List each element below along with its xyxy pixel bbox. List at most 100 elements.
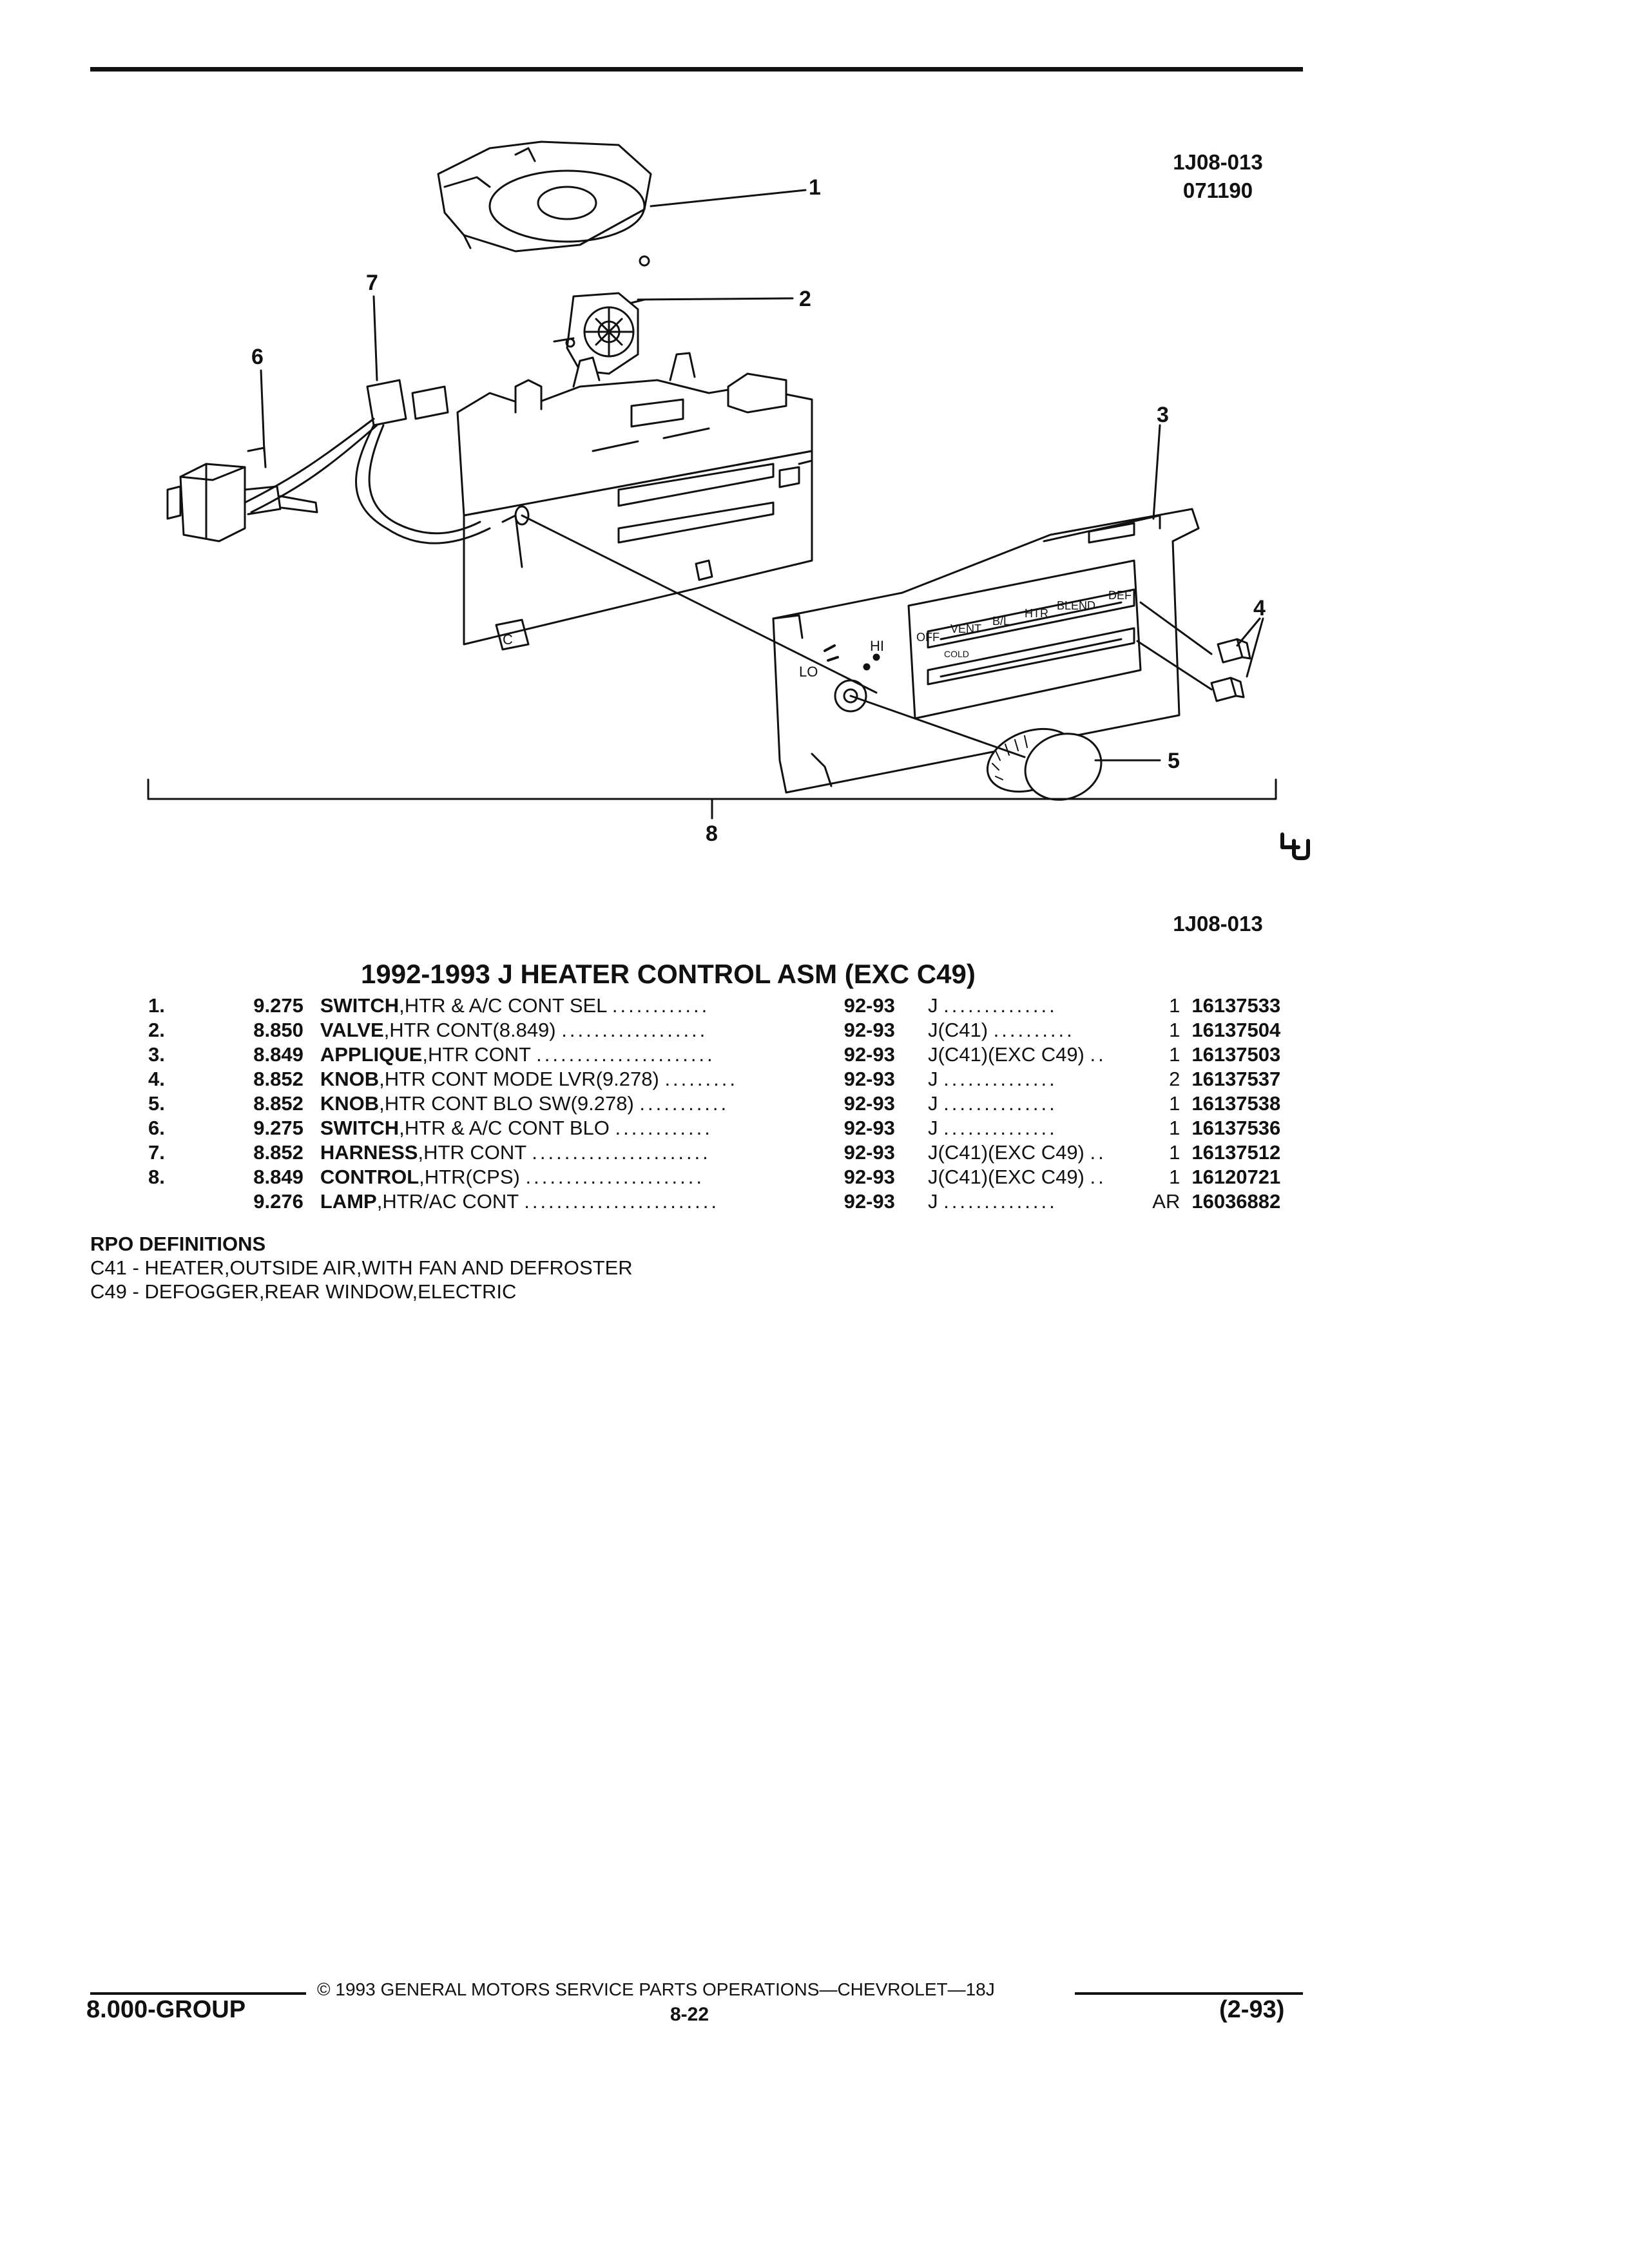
rpo-definitions: RPO DEFINITIONS C41 - HEATER,OUTSIDE AIR…	[90, 1232, 633, 1303]
part-years: 92-93	[843, 994, 895, 1017]
figure-ref: 1J08-013	[1173, 912, 1263, 936]
part-model-dots: ..............	[943, 994, 1057, 1017]
callout-2: 2	[799, 287, 811, 311]
part-quantity: AR	[1152, 1190, 1181, 1213]
part-index: 8.	[148, 1166, 165, 1188]
part-number: 16137512	[1191, 1141, 1281, 1164]
part-description: LAMP,HTR/AC CONT .......................…	[320, 1189, 844, 1214]
part-model-dots: ..............	[943, 1190, 1057, 1213]
part-desc: ,HTR CONT	[418, 1141, 526, 1164]
part-quantity: 1	[1169, 1092, 1181, 1115]
part-leader-dots: ......................	[525, 1166, 704, 1188]
part-group: 9.275	[253, 1117, 304, 1139]
part-group: 8.852	[253, 1092, 304, 1115]
part-description: HARNESS,HTR CONT ......................	[320, 1140, 844, 1165]
callout-7: 7	[366, 271, 378, 295]
part-index: 4.	[148, 1068, 165, 1090]
part-model: J ..............	[928, 1189, 1141, 1214]
part-7-harness	[244, 379, 491, 544]
part-2-valve	[553, 292, 646, 375]
part-number: 16120721	[1191, 1166, 1281, 1188]
part-model: J ..............	[928, 1116, 1141, 1140]
part-model-dots: ..	[1090, 1166, 1106, 1188]
part-index: 2.	[148, 1019, 165, 1041]
rpo-definition-c41: C41 - HEATER,OUTSIDE AIR,WITH FAN AND DE…	[90, 1256, 633, 1279]
part-name: KNOB	[320, 1092, 380, 1115]
part-8-applique-panel: LO HI OFF VENT B/L HTR BLEND DEF COLD C	[503, 508, 1200, 794]
part-model-code: J(C41)(EXC C49)	[928, 1043, 1084, 1066]
callout-5: 5	[1168, 749, 1180, 773]
part-group: 8.852	[253, 1068, 304, 1090]
part-index: 6.	[148, 1117, 165, 1139]
part-3-control-housing	[456, 352, 813, 651]
part-number: 16036882	[1191, 1190, 1281, 1213]
part-number: 16137533	[1191, 994, 1281, 1017]
part-number: 16137538	[1191, 1092, 1281, 1115]
panel-label-hi: HI	[870, 638, 884, 654]
part-leader-dots: ......................	[536, 1043, 715, 1066]
callout-3: 3	[1157, 403, 1169, 427]
part-description: VALVE,HTR CONT(8.849) ..................	[320, 1018, 844, 1043]
part-number: 16137536	[1191, 1117, 1281, 1139]
callout-1: 1	[809, 175, 821, 200]
part-model-code: J	[928, 1092, 938, 1115]
part-model: J ..............	[928, 1067, 1141, 1091]
callout-leaders	[260, 189, 1264, 762]
part-model-code: J(C41)(EXC C49)	[928, 1166, 1084, 1188]
part-name: CONTROL	[320, 1166, 419, 1188]
part-name: APPLIQUE	[320, 1043, 423, 1066]
part-index	[148, 1189, 226, 1214]
part-desc: ,HTR CONT BLO SW(9.278)	[379, 1092, 634, 1115]
part-quantity: 2	[1169, 1068, 1181, 1090]
footer-copyright: © 1993 GENERAL MOTORS SERVICE PARTS OPER…	[317, 1979, 995, 1999]
part-quantity: 1	[1169, 994, 1181, 1017]
part-model-dots: ..............	[943, 1092, 1057, 1115]
figure-code: 1J08-013	[1173, 150, 1263, 174]
part-years: 92-93	[843, 1141, 895, 1164]
footer-revision: (2-93)	[1219, 1996, 1285, 2023]
panel-label-vent: VENT	[950, 622, 981, 635]
rpo-heading: RPO DEFINITIONS	[90, 1233, 266, 1255]
part-model-code: J(C41)(EXC C49)	[928, 1141, 1084, 1164]
part-quantity: 1	[1169, 1019, 1181, 1041]
parts-row: 9.276 LAMP,HTR/AC CONT ..................…	[148, 1189, 1308, 1214]
part-model: J(C41)(EXC C49) ..	[928, 1140, 1141, 1165]
part-desc: ,HTR(CPS)	[419, 1166, 520, 1188]
exploded-view-illustration: LO HI OFF VENT B/L HTR BLEND DEF COLD C	[147, 140, 1310, 860]
part-name: KNOB	[320, 1068, 380, 1090]
part-model-code: J	[928, 1190, 938, 1213]
part-model-dots: ..	[1090, 1043, 1106, 1066]
part-1-selector-switch	[437, 140, 652, 267]
part-description: KNOB,HTR CONT BLO SW(9.278) ...........	[320, 1091, 844, 1116]
top-rule	[90, 67, 1303, 72]
corner-mark-icon	[1280, 832, 1310, 860]
part-leader-dots: .........	[664, 1068, 738, 1090]
footer-page: 8-22	[670, 2004, 709, 2025]
part-name: HARNESS	[320, 1141, 418, 1164]
part-years: 92-93	[843, 1190, 895, 1213]
part-quantity: 1	[1169, 1043, 1181, 1066]
callout-8: 8	[706, 822, 718, 846]
section-title: 1992-1993 J HEATER CONTROL ASM (EXC C49)	[361, 959, 976, 989]
part-model: J(C41)(EXC C49) ..	[928, 1165, 1141, 1189]
panel-label-def: DEF	[1108, 589, 1132, 602]
part-leader-dots: ........................	[524, 1190, 719, 1213]
part-model-dots: ..........	[993, 1019, 1075, 1041]
rpo-definition-c49: C49 - DEFOGGER,REAR WINDOW,ELECTRIC	[90, 1280, 517, 1303]
part-model-dots: ..............	[943, 1117, 1057, 1139]
part-desc: ,HTR CONT MODE LVR(9.278)	[379, 1068, 659, 1090]
callout-6: 6	[251, 345, 264, 369]
part-model-code: J(C41)	[928, 1019, 988, 1041]
part-group: 9.276	[253, 1190, 304, 1213]
part-desc: ,HTR/AC CONT	[376, 1190, 519, 1213]
footer-group: 8.000-GROUP	[86, 1996, 246, 2023]
part-leader-dots: ...........	[639, 1092, 729, 1115]
part-model-dots: ..............	[943, 1068, 1057, 1090]
part-years: 92-93	[843, 1117, 895, 1139]
part-leader-dots: ......................	[532, 1141, 711, 1164]
